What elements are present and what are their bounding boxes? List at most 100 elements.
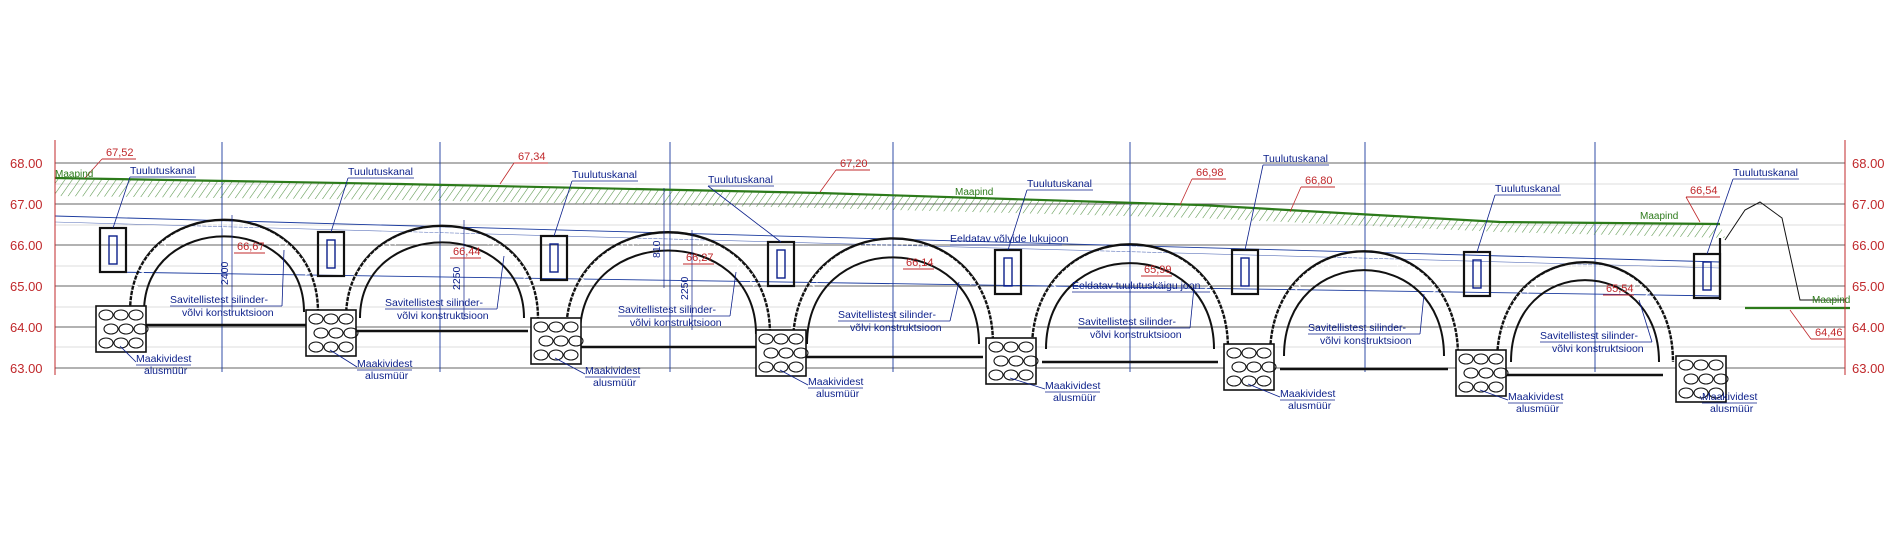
end-wall-outline <box>1724 201 1845 301</box>
fieldstone <box>1678 387 1694 399</box>
fieldstone <box>1256 375 1272 387</box>
fieldstone <box>1463 367 1479 379</box>
leader-line <box>1706 178 1734 255</box>
ground-label-2: Maapind <box>1640 211 1678 222</box>
vent-label-1: Tuulutuskanal <box>348 166 413 178</box>
fieldstone <box>323 341 339 353</box>
leader-line <box>1179 178 1193 206</box>
leader-line <box>1289 186 1302 213</box>
vault-label-line2-1: võlvi konstruktsioon <box>397 310 489 322</box>
leader-line <box>1699 395 1703 401</box>
fieldstone <box>98 309 114 321</box>
vault-crown-guide-2 <box>54 221 1721 269</box>
fieldstone <box>993 355 1009 367</box>
leader-line <box>1476 194 1496 253</box>
vent-guide <box>109 271 1721 297</box>
leader-line <box>779 369 809 386</box>
fieldstone-foundations <box>95 305 1729 403</box>
wall-label-line1-1: Maakividest <box>357 358 413 370</box>
fieldstone <box>1493 367 1509 379</box>
fieldstone <box>1708 359 1724 371</box>
ground-surface <box>54 176 1850 310</box>
vault-outer-arc-2 <box>564 231 772 335</box>
fieldstone <box>788 333 804 345</box>
vent-label-2: Tuulutuskanal <box>572 169 637 181</box>
ground-line <box>54 176 1721 226</box>
vent-line-label: Eeldatav tuulutuskäigu joon <box>1072 280 1201 292</box>
vent-channel-0 <box>108 235 118 265</box>
vault-inner-arc-5 <box>1283 269 1445 357</box>
right-tick-label: 67.00 <box>1852 197 1885 212</box>
leader-line <box>329 349 358 368</box>
right-tick-label: 64.00 <box>1852 320 1885 335</box>
crown-elevation-1: 66,44 <box>453 246 481 258</box>
vault-label-line2-0: võlvi konstruktsioon <box>182 307 274 319</box>
fieldstone <box>778 347 794 359</box>
right-tick-label: 68.00 <box>1852 156 1885 171</box>
vent-channel-5 <box>1240 257 1250 287</box>
ground-label-0: Maapind <box>55 169 93 180</box>
fieldstone <box>1473 381 1489 393</box>
vent-channel-6 <box>1472 259 1482 289</box>
fieldstone <box>313 327 329 339</box>
fieldstone <box>548 321 564 333</box>
fieldstone <box>133 323 149 335</box>
vault-label-line1-0: Savitellistest silinder- <box>170 294 269 306</box>
ground-elevation-3: 66,98 <box>1196 167 1224 179</box>
wall-label-line2-0: alusmüür <box>144 365 188 377</box>
fieldstone <box>1003 341 1019 353</box>
vault-outer-arc-1 <box>344 224 540 319</box>
vent-channel-7 <box>1702 261 1712 291</box>
leader-line <box>707 185 782 243</box>
fieldstone <box>1241 375 1257 387</box>
fieldstone <box>98 337 114 349</box>
ground-elevation-0: 67,52 <box>106 147 134 159</box>
ground-elevation-2: 67,20 <box>840 158 868 170</box>
fieldstone <box>113 309 129 321</box>
fieldstone <box>533 349 549 361</box>
fieldstone <box>308 313 324 325</box>
fieldstone <box>1488 381 1504 393</box>
vent-shaft-4 <box>993 248 1023 296</box>
leader-line <box>553 180 573 237</box>
fieldstone <box>1008 355 1024 367</box>
crown-elevation-3: 66,14 <box>906 257 934 269</box>
vault-label-line1-6: Savitellistest silinder- <box>1540 330 1639 342</box>
leader-line <box>1189 286 1195 329</box>
dimension-label-2: 810 <box>651 240 663 258</box>
vent-shaft-6 <box>1462 250 1492 298</box>
leader-line <box>281 249 285 307</box>
right-tick-label: 66.00 <box>1852 238 1885 253</box>
wall-label-line2-6: alusmüür <box>1516 403 1560 415</box>
wall-label-line1-3: Maakividest <box>808 376 864 388</box>
vault-brick-joints-6 <box>1493 263 1677 368</box>
right-tick-label: 63.00 <box>1852 361 1885 376</box>
fieldstone <box>758 333 774 345</box>
fieldstone <box>793 347 809 359</box>
leader-line <box>729 271 737 317</box>
leader-line <box>1009 377 1046 390</box>
fieldstone <box>1698 373 1714 385</box>
fieldstone <box>788 361 804 373</box>
vault-outer-arc-0 <box>128 218 320 313</box>
vault-label-line1-3: Savitellistest silinder- <box>838 309 937 321</box>
vault-label-line1-2: Savitellistest silinder- <box>618 304 717 316</box>
wall-label-line1-0: Maakividest <box>136 353 192 365</box>
fieldstone <box>1256 347 1272 359</box>
fieldstone <box>1713 373 1729 385</box>
vault-outer-arc-3 <box>791 237 995 345</box>
fieldstone <box>1246 361 1262 373</box>
crown-elevation-5: 65,54 <box>1606 283 1634 295</box>
vault-label-line2-2: võlvi konstruktsioon <box>630 317 722 329</box>
ground-label-1: Maapind <box>955 187 993 198</box>
fieldstone <box>548 349 564 361</box>
vent-channel-1 <box>326 239 336 269</box>
wall-label-line1-6: Maakividest <box>1508 391 1564 403</box>
fieldstone <box>1023 355 1039 367</box>
leader-line <box>949 281 960 322</box>
wall-label-line2-1: alusmüür <box>365 370 409 382</box>
leader-line <box>499 162 515 185</box>
leader-line <box>1007 189 1028 251</box>
right-tick-label: 65.00 <box>1852 279 1885 294</box>
fieldstone <box>1678 359 1694 371</box>
